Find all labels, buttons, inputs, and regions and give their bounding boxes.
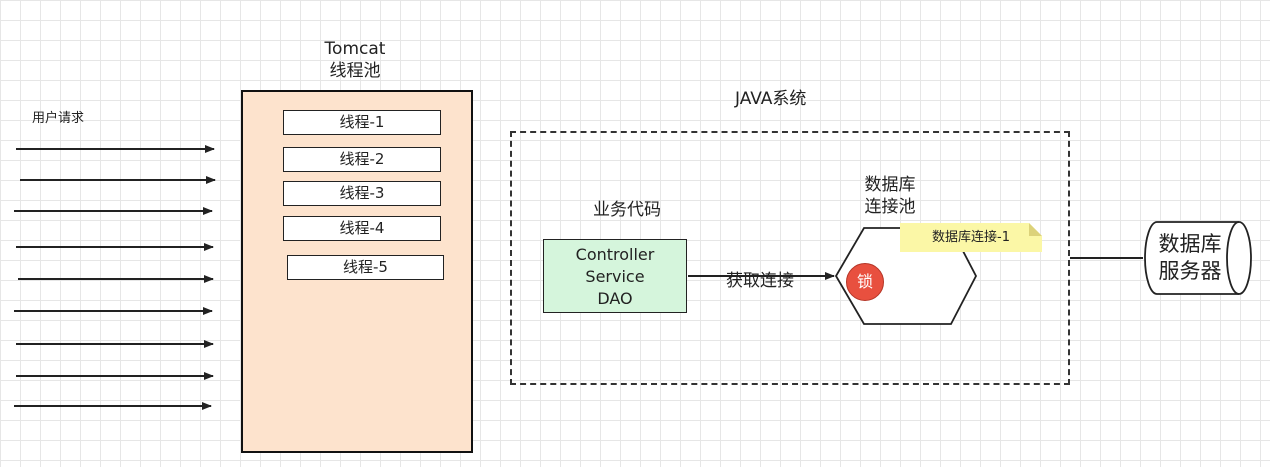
- note-shape: [900, 223, 1042, 252]
- thread-5: 线程-5: [287, 255, 444, 280]
- tomcat-title-line1: Tomcat: [324, 39, 386, 59]
- db-server-label-line2: 服务器: [1158, 259, 1222, 283]
- java-system-title: JAVA系统: [735, 89, 807, 109]
- user-request-arrows: [14, 145, 216, 410]
- db-server-cylinder: [1144, 221, 1252, 295]
- connection-pool-title: 数据库 连接池: [855, 174, 925, 218]
- user-requests-label: 用户请求: [32, 111, 85, 126]
- layer-controller: Controller: [575, 245, 655, 264]
- tomcat-title-line2: 线程池: [329, 61, 381, 81]
- layer-dao: DAO: [597, 289, 633, 308]
- thread-3: 线程-3: [283, 181, 441, 206]
- connection-pool-title-line2: 连接池: [864, 197, 916, 217]
- tomcat-title: Tomcat 线程池: [300, 38, 410, 82]
- get-connection-label: 获取连接: [726, 271, 794, 291]
- java-system-boundary: [510, 131, 1070, 385]
- connection-note-text: 数据库连接-1: [932, 230, 1010, 245]
- thread-1: 线程-1: [283, 110, 441, 135]
- db-server-label: 数据库 服务器: [1149, 231, 1231, 285]
- thread-4: 线程-4: [283, 216, 441, 241]
- connection-note: 数据库连接-1: [900, 223, 1042, 252]
- business-code-label: 业务代码: [593, 200, 661, 220]
- thread-2: 线程-2: [283, 147, 441, 172]
- business-code-box: Controller Service DAO: [543, 239, 687, 313]
- connection-pool-title-line1: 数据库: [864, 175, 916, 195]
- db-server-label-line1: 数据库: [1158, 232, 1222, 256]
- lock-badge: 锁: [846, 263, 884, 301]
- layer-service: Service: [585, 267, 645, 286]
